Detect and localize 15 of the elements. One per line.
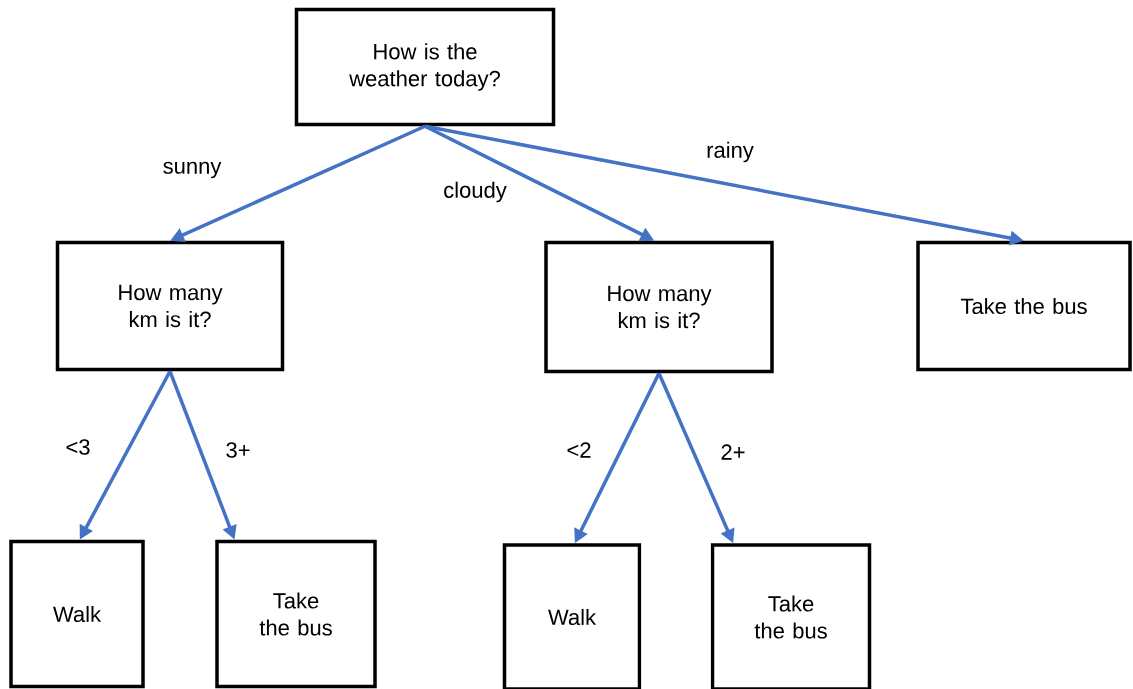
decision-box: Walk <box>9 539 145 689</box>
edge-label: 3+ <box>224 441 252 459</box>
edge-label: rainy <box>705 140 755 164</box>
edge-label: <3 <box>64 438 92 456</box>
decision-box: How many km is it? <box>55 240 285 372</box>
edge-label: 2+ <box>719 443 747 461</box>
decision-box: How is the weather today? <box>294 7 556 127</box>
edge-label: <2 <box>565 441 593 459</box>
decision-box: Take the bus <box>916 240 1132 372</box>
edge-label: cloudy <box>442 180 508 204</box>
decision-box: Take the bus <box>215 539 377 689</box>
decision-box: How many km is it? <box>544 240 774 374</box>
decision-box: Walk <box>502 543 642 689</box>
decision-box: Take the bus <box>710 543 872 689</box>
edge-label: sunny <box>161 160 223 180</box>
